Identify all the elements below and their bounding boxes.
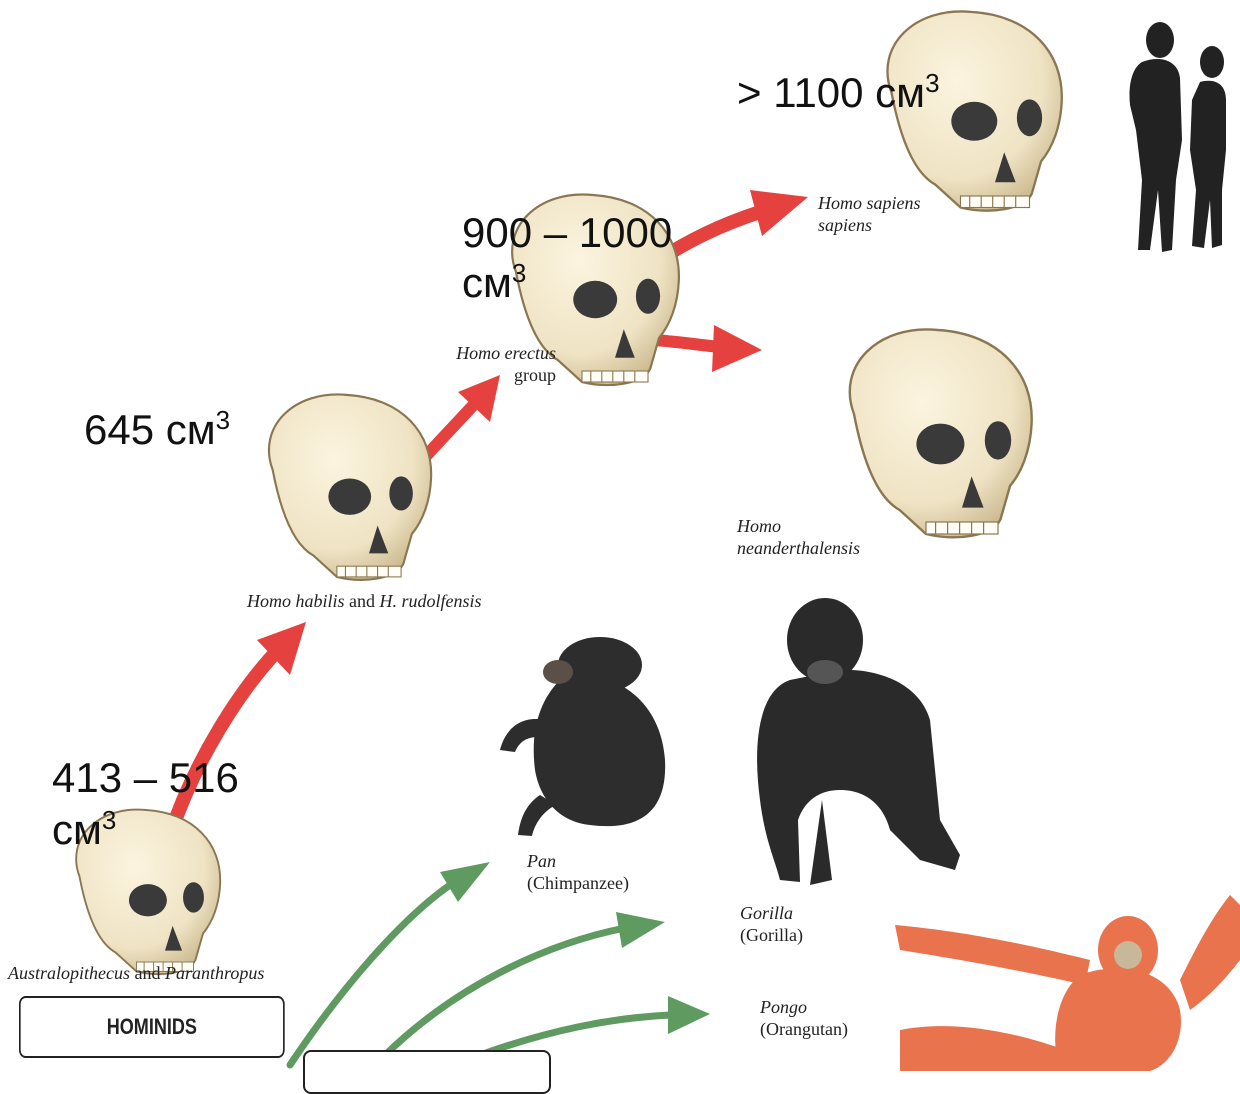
- neanderthal-skull-icon: [850, 329, 1032, 537]
- volume-erectus-exp: 3: [512, 258, 526, 288]
- label-neanderthal-line2: neanderthalensis: [737, 538, 860, 558]
- label-australopithecus: Australopithecus and Paranthropus: [8, 962, 264, 984]
- volume-habilis-value: 645 см: [84, 406, 216, 453]
- human-silhouettes-icon: [1130, 22, 1227, 252]
- volume-australopithecus-line1: 413 – 516: [52, 752, 239, 804]
- label-pongo: Pongo (Orangutan): [760, 996, 848, 1040]
- label-sapiens: Homo sapiens sapiens: [818, 192, 921, 236]
- volume-erectus-line2-wrap: см3: [462, 258, 672, 308]
- label-habilis: Homo habilis and H. rudolfensis: [247, 590, 482, 612]
- label-erectus-line1: Homo erectus: [456, 343, 556, 363]
- volume-erectus-line1: 900 – 1000: [462, 208, 672, 258]
- bottom-box-edge: [303, 1050, 551, 1094]
- volume-sapiens-exp: 3: [925, 68, 939, 98]
- habilis-skull-icon: [269, 394, 431, 579]
- label-pongo-line2: (Orangutan): [760, 1019, 848, 1039]
- label-erectus-line2: group: [514, 365, 556, 385]
- label-sapiens-line1: Homo sapiens: [818, 193, 921, 213]
- label-habilis-part1: Homo habilis: [247, 591, 345, 611]
- volume-habilis: 645 см3: [84, 405, 230, 455]
- volume-australopithecus-line2: см: [52, 806, 102, 853]
- red-arrow-4-icon: [655, 325, 762, 372]
- label-habilis-part3: H. rudolfensis: [380, 591, 482, 611]
- volume-habilis-exp: 3: [216, 405, 230, 435]
- volume-australopithecus-line2-wrap: см3: [52, 804, 239, 856]
- hominids-box: HOMINIDS: [19, 996, 285, 1058]
- green-arrow-pongo-icon: [480, 996, 710, 1055]
- hominids-box-label: HOMINIDS: [107, 1014, 197, 1040]
- label-gorilla: Gorilla (Gorilla): [740, 902, 803, 946]
- label-erectus: Homo erectus group: [450, 342, 556, 386]
- label-habilis-part2: and: [345, 591, 380, 611]
- orangutan-icon: [895, 895, 1240, 1071]
- red-arrow-2-icon: [418, 375, 500, 465]
- label-sapiens-line2: sapiens: [818, 215, 872, 235]
- label-neanderthal: Homo neanderthalensis: [737, 515, 860, 559]
- volume-sapiens: > 1100 см3: [737, 68, 940, 118]
- evolution-diagram: > 1100 см3 900 – 1000 см3 645 см3 413 – …: [0, 0, 1240, 1071]
- label-neanderthal-line1: Homo: [737, 516, 781, 536]
- volume-erectus-line2: см: [462, 259, 512, 306]
- label-pan-line2: (Chimpanzee): [527, 873, 629, 893]
- label-australopithecus-part2: and: [130, 963, 165, 983]
- label-pan: Pan (Chimpanzee): [527, 850, 629, 894]
- label-gorilla-line2: (Gorilla): [740, 925, 803, 945]
- red-arrow-3-icon: [655, 190, 808, 262]
- label-gorilla-line1: Gorilla: [740, 903, 793, 923]
- label-australopithecus-part3: Paranthropus: [165, 963, 264, 983]
- volume-erectus: 900 – 1000 см3: [462, 208, 672, 308]
- green-arrow-pan-icon: [290, 862, 490, 1065]
- diagram-art: [0, 0, 1240, 1071]
- volume-australopithecus: 413 – 516 см3: [52, 752, 239, 856]
- label-pan-line1: Pan: [527, 851, 556, 871]
- volume-sapiens-value: > 1100 см: [737, 69, 925, 116]
- label-australopithecus-part1: Australopithecus: [8, 963, 130, 983]
- gorilla-icon: [757, 598, 960, 885]
- label-pongo-line1: Pongo: [760, 997, 807, 1017]
- volume-australopithecus-exp: 3: [102, 805, 116, 835]
- chimpanzee-icon: [500, 637, 665, 836]
